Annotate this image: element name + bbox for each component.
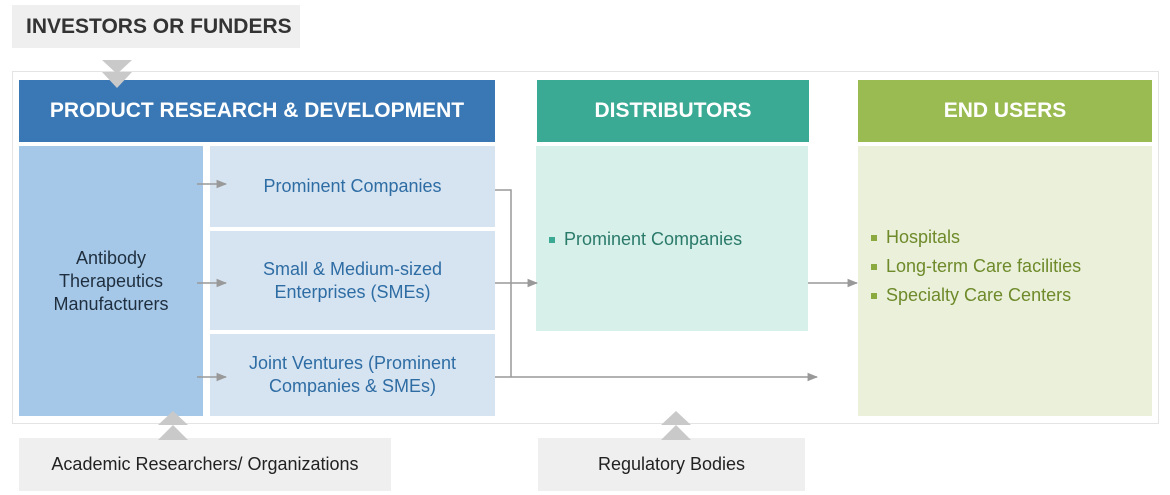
header-end-users-label: END USERS (943, 99, 1067, 122)
academic-label: Academic Researchers/ Organizations (51, 454, 359, 474)
manufacturers-box: Antibody Therapeutics Manufacturers (19, 146, 203, 416)
distributors-box: Prominent Companies (536, 146, 808, 331)
list-item-label: Long-term Care facilities (886, 256, 1082, 276)
header-distributors-label: DISTRIBUTORS (594, 99, 752, 122)
list-item-label: Hospitals (886, 227, 961, 247)
header-end-users: END USERS (858, 80, 1152, 142)
list-item: Long-term Care facilities (871, 252, 1081, 281)
investors-chevron-icon (102, 60, 132, 88)
regulatory-label: Regulatory Bodies (597, 454, 746, 474)
list-item-label: Specialty Care Centers (886, 285, 1072, 305)
header-distributors: DISTRIBUTORS (537, 80, 809, 142)
joint-ventures-box: Joint Ventures (Prominent Companies & SM… (210, 334, 495, 416)
manufacturers-label: Antibody Therapeutics Manufacturers (53, 247, 169, 314)
list-item: Prominent Companies (549, 225, 742, 254)
regulatory-bodies-box: Regulatory Bodies (538, 438, 805, 491)
sub-box-label: Prominent Companies (263, 176, 442, 196)
bullet-icon (871, 234, 877, 241)
distributors-list: Prominent Companies (549, 225, 742, 254)
list-item: Hospitals (871, 223, 1081, 252)
header-prd: PRODUCT RESEARCH & DEVELOPMENT (19, 80, 495, 142)
smes-box: Small & Medium-sized Enterprises (SMEs) (210, 231, 495, 330)
sub-box-label: Joint Ventures (Prominent Companies & SM… (248, 353, 457, 396)
investors-box: INVESTORS OR FUNDERS (12, 5, 300, 48)
prominent-companies-box: Prominent Companies (210, 146, 495, 227)
header-prd-label: PRODUCT RESEARCH & DEVELOPMENT (49, 99, 465, 122)
list-item-label: Prominent Companies (564, 229, 743, 249)
end-users-list: Hospitals Long-term Care facilities Spec… (871, 223, 1081, 310)
bullet-icon (871, 263, 877, 270)
list-item: Specialty Care Centers (871, 281, 1081, 310)
investors-label: INVESTORS OR FUNDERS (26, 14, 292, 38)
academic-chevron-icon (158, 411, 188, 440)
sub-box-label: Small & Medium-sized Enterprises (SMEs) (262, 258, 443, 302)
regulatory-chevron-icon (661, 411, 691, 440)
connector-prominent (495, 189, 512, 377)
academic-researchers-box: Academic Researchers/ Organizations (19, 438, 391, 491)
end-users-box: Hospitals Long-term Care facilities Spec… (858, 146, 1152, 416)
bullet-icon (549, 236, 555, 243)
bullet-icon (871, 292, 877, 299)
